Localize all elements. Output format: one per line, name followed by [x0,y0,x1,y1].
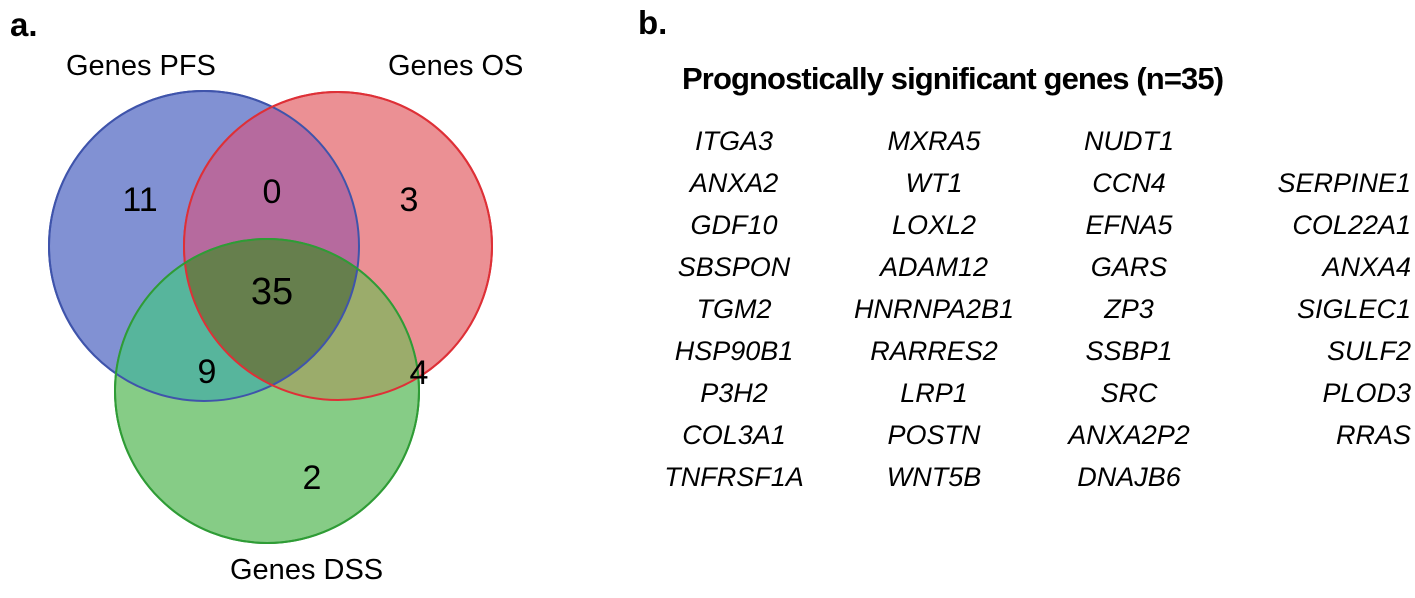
gene-cell: GARS [1090,251,1168,282]
table-row: ANXA2 WT1 CCN4 SERPINE1 [636,162,1415,204]
venn-count-pfs-only: 11 [122,181,158,219]
venn-diagram-svg [48,90,493,544]
gene-cell: RARRES2 [870,335,998,366]
gene-cell: POSTN [887,419,981,450]
gene-cell: ITGA3 [694,125,774,156]
gene-cell: ANXA2P2 [1068,419,1190,450]
venn-panel: a. [0,0,620,598]
gene-cell: RRAS [1335,419,1411,450]
venn-outline-pfs [48,90,360,402]
gene-cell: GDF10 [690,209,778,240]
gene-table: ITGA3 MXRA5 NUDT1 ANXA2 WT1 CCN4 SERPINE… [636,120,1415,498]
table-row: TNFRSF1A WNT5B DNAJB6 [636,456,1415,498]
gene-list-title: Prognostically significant genes (n=35) [682,61,1224,96]
gene-cell: MXRA5 [887,125,981,156]
gene-cell: CCN4 [1092,167,1166,198]
gene-cell: ANXA4 [1322,251,1411,282]
venn-count-triple: 35 [250,271,294,313]
venn-count-os-only: 3 [399,181,419,219]
gene-cell: COL3A1 [682,419,786,450]
venn-count-dss-only: 2 [302,459,322,497]
venn-set-label-os: Genes OS [388,50,524,82]
venn-set-label-pfs: Genes PFS [66,50,216,82]
table-row: HSP90B1 RARRES2 SSBP1 SULF2 [636,330,1415,372]
table-row: ITGA3 MXRA5 NUDT1 [636,120,1415,162]
venn-outline-os [183,91,493,401]
panel-b-letter: b. [638,4,668,41]
gene-cell: EFNA5 [1085,209,1173,240]
gene-cell: HNRNPA2B1 [853,293,1015,324]
venn-count-pfs-dss: 9 [197,353,217,391]
gene-cell: SRC [1100,377,1158,408]
gene-cell: ADAM12 [879,251,989,282]
table-row: P3H2 LRP1 SRC PLOD3 [636,372,1415,414]
gene-cell: SULF2 [1326,335,1411,366]
gene-cell: DNAJB6 [1077,461,1181,492]
venn-count-pfs-os: 0 [262,173,282,211]
gene-cell: SSBP1 [1085,335,1173,366]
venn-set-label-dss: Genes DSS [230,554,384,586]
gene-cell: NUDT1 [1083,125,1174,156]
gene-cell: LRP1 [900,377,968,408]
gene-cell: SERPINE1 [1277,167,1411,198]
table-row: SBSPON ADAM12 GARS ANXA4 [636,246,1415,288]
gene-cell: ZP3 [1104,293,1154,324]
gene-cell: TGM2 [696,293,772,324]
gene-cell: SIGLEC1 [1296,293,1411,324]
gene-cell: WT1 [905,167,963,198]
table-row: GDF10 LOXL2 EFNA5 COL22A1 [636,204,1415,246]
gene-cell: P3H2 [700,377,768,408]
gene-cell: TNFRSF1A [664,461,804,492]
gene-cell: ANXA2 [689,167,779,198]
table-row: COL3A1 POSTN ANXA2P2 RRAS [636,414,1415,456]
gene-list-panel: b. Prognostically significant genes (n=3… [636,0,1415,598]
gene-cell: COL22A1 [1292,209,1411,240]
venn-count-os-dss: 4 [409,354,429,392]
panel-a-letter: a. [10,6,38,43]
gene-cell: PLOD3 [1322,377,1411,408]
gene-cell: SBSPON [677,251,791,282]
gene-cell: WNT5B [886,461,982,492]
table-row: TGM2 HNRNPA2B1 ZP3 SIGLEC1 [636,288,1415,330]
venn-outline-dss [114,238,420,544]
gene-cell: LOXL2 [891,209,977,240]
gene-cell: HSP90B1 [674,335,794,366]
